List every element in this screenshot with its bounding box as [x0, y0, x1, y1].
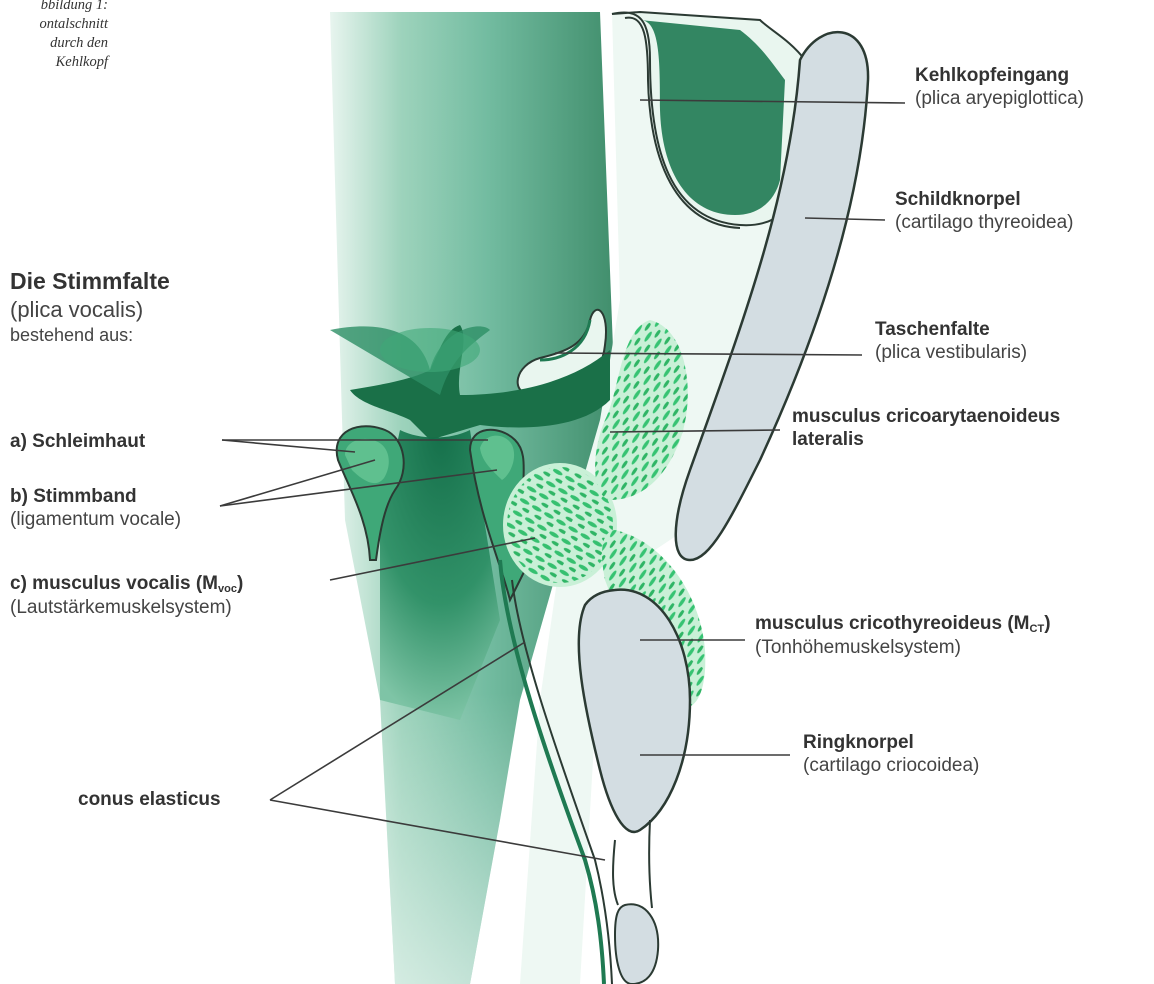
- label-stimmband-latin: (ligamentum vocale): [10, 508, 181, 531]
- caption-line-3: durch den: [0, 34, 108, 53]
- caption-line-1: bbildung 1:: [0, 0, 108, 15]
- label-ringknorpel-latin: (cartilago criocoidea): [803, 754, 979, 777]
- label-cricoary-line1: musculus cricoarytaenoideus: [792, 405, 1060, 428]
- label-kehlkopfeingang-latin: (plica aryepiglottica): [915, 87, 1084, 110]
- label-vocalis-note: (Lautstärkemuskelsystem): [10, 596, 243, 619]
- cricoid-lower: [615, 904, 658, 984]
- label-ringknorpel: Ringknorpel (cartilago criocoidea): [803, 731, 979, 777]
- label-taschenfalte: Taschenfalte (plica vestibularis): [875, 318, 1027, 364]
- label-stimmband: b) Stimmband (ligamentum vocale): [10, 485, 181, 531]
- label-cricothy-text: musculus cricothyreoideus (MCT): [755, 612, 1051, 636]
- cricoid-cartilage: [579, 590, 690, 832]
- label-taschenfalte-latin: (plica vestibularis): [875, 341, 1027, 364]
- label-cricothy-sub: CT: [1030, 623, 1045, 635]
- label-schleimhaut-text: a) Schleimhaut: [10, 430, 145, 453]
- label-cricothy-note: (Tonhöhemuskelsystem): [755, 636, 1051, 659]
- label-cricothyreoideus: musculus cricothyreoideus (MCT) (Tonhöhe…: [755, 612, 1051, 660]
- label-schildknorpel: Schildknorpel (cartilago thyreoidea): [895, 188, 1073, 234]
- label-cricoary-line2: lateralis: [792, 428, 1060, 451]
- label-cricothy-prefix: musculus cricothyreoideus (M: [755, 613, 1030, 634]
- label-cricoarytaenoideus: musculus cricoarytaenoideus lateralis: [792, 405, 1060, 451]
- label-schildknorpel-text: Schildknorpel: [895, 188, 1073, 211]
- diagram-title-sub: bestehend aus:: [10, 325, 170, 346]
- label-schildknorpel-latin: (cartilago thyreoidea): [895, 211, 1073, 234]
- label-vocalis-text: c) musculus vocalis (Mvoc): [10, 572, 243, 596]
- label-conus-text: conus elasticus: [78, 788, 221, 811]
- caption-line-2: ontalschnitt: [0, 15, 108, 34]
- diagram-title: Die Stimmfalte: [10, 268, 170, 295]
- label-conus: conus elasticus: [78, 788, 221, 811]
- title-block: Die Stimmfalte (plica vocalis) bestehend…: [10, 268, 170, 346]
- caption-line-4: Kehlkopf: [0, 53, 108, 72]
- label-cricothy-suffix: ): [1044, 613, 1050, 634]
- leader-schleimhaut-1: [222, 440, 355, 452]
- label-vocalis-suffix: ): [237, 573, 243, 594]
- diagram-title-latin: (plica vocalis): [10, 297, 170, 323]
- label-vocalis: c) musculus vocalis (Mvoc) (Lautstärkemu…: [10, 572, 243, 620]
- label-stimmband-text: b) Stimmband: [10, 485, 181, 508]
- label-kehlkopfeingang-text: Kehlkopfeingang: [915, 64, 1084, 87]
- label-kehlkopfeingang: Kehlkopfeingang (plica aryepiglottica): [915, 64, 1084, 110]
- label-vocalis-sub: voc: [218, 583, 237, 595]
- label-taschenfalte-text: Taschenfalte: [875, 318, 1027, 341]
- figure-caption: bbildung 1: ontalschnitt durch den Kehlk…: [0, 0, 108, 71]
- label-ringknorpel-text: Ringknorpel: [803, 731, 979, 754]
- label-schleimhaut: a) Schleimhaut: [10, 430, 145, 453]
- label-vocalis-prefix: c) musculus vocalis (M: [10, 573, 218, 594]
